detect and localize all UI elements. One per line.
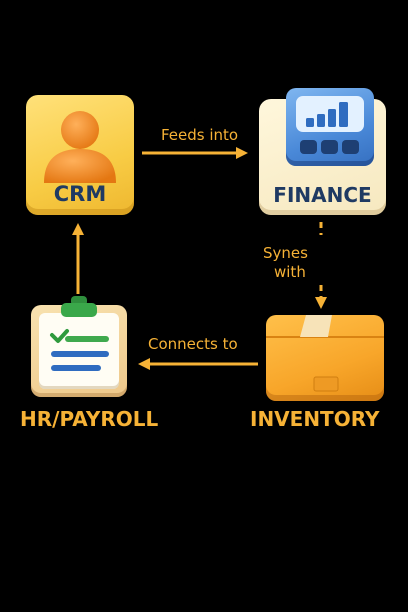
arrow-hr-to-crm xyxy=(72,223,84,294)
inventory-node xyxy=(266,315,384,401)
crm-node: CRM xyxy=(26,95,134,215)
finance-node: FINANCE xyxy=(259,88,386,215)
cardboard-box-icon xyxy=(266,315,384,392)
edge-label-syncs-line2: with xyxy=(274,263,306,281)
edge-label-syncs-line1: Synes xyxy=(263,244,308,262)
person-icon xyxy=(44,111,116,183)
hr-payroll-node xyxy=(31,305,127,397)
finance-label: FINANCE xyxy=(273,183,372,207)
calculator-icon xyxy=(286,88,374,166)
edge-label-feeds-into: Feeds into xyxy=(161,126,239,144)
inventory-label: INVENTORY xyxy=(250,407,380,431)
hr-payroll-label: HR/PAYROLL xyxy=(20,407,159,431)
arrow-inventory-to-hr xyxy=(138,358,258,370)
clipboard-checklist-icon xyxy=(39,313,119,389)
edge-label-connects-to: Connects to xyxy=(148,335,238,353)
clipboard-clip-icon xyxy=(61,296,97,317)
arrow-finance-to-inventory xyxy=(315,222,327,309)
arrow-crm-to-finance xyxy=(142,147,248,159)
crm-label: CRM xyxy=(53,182,107,206)
